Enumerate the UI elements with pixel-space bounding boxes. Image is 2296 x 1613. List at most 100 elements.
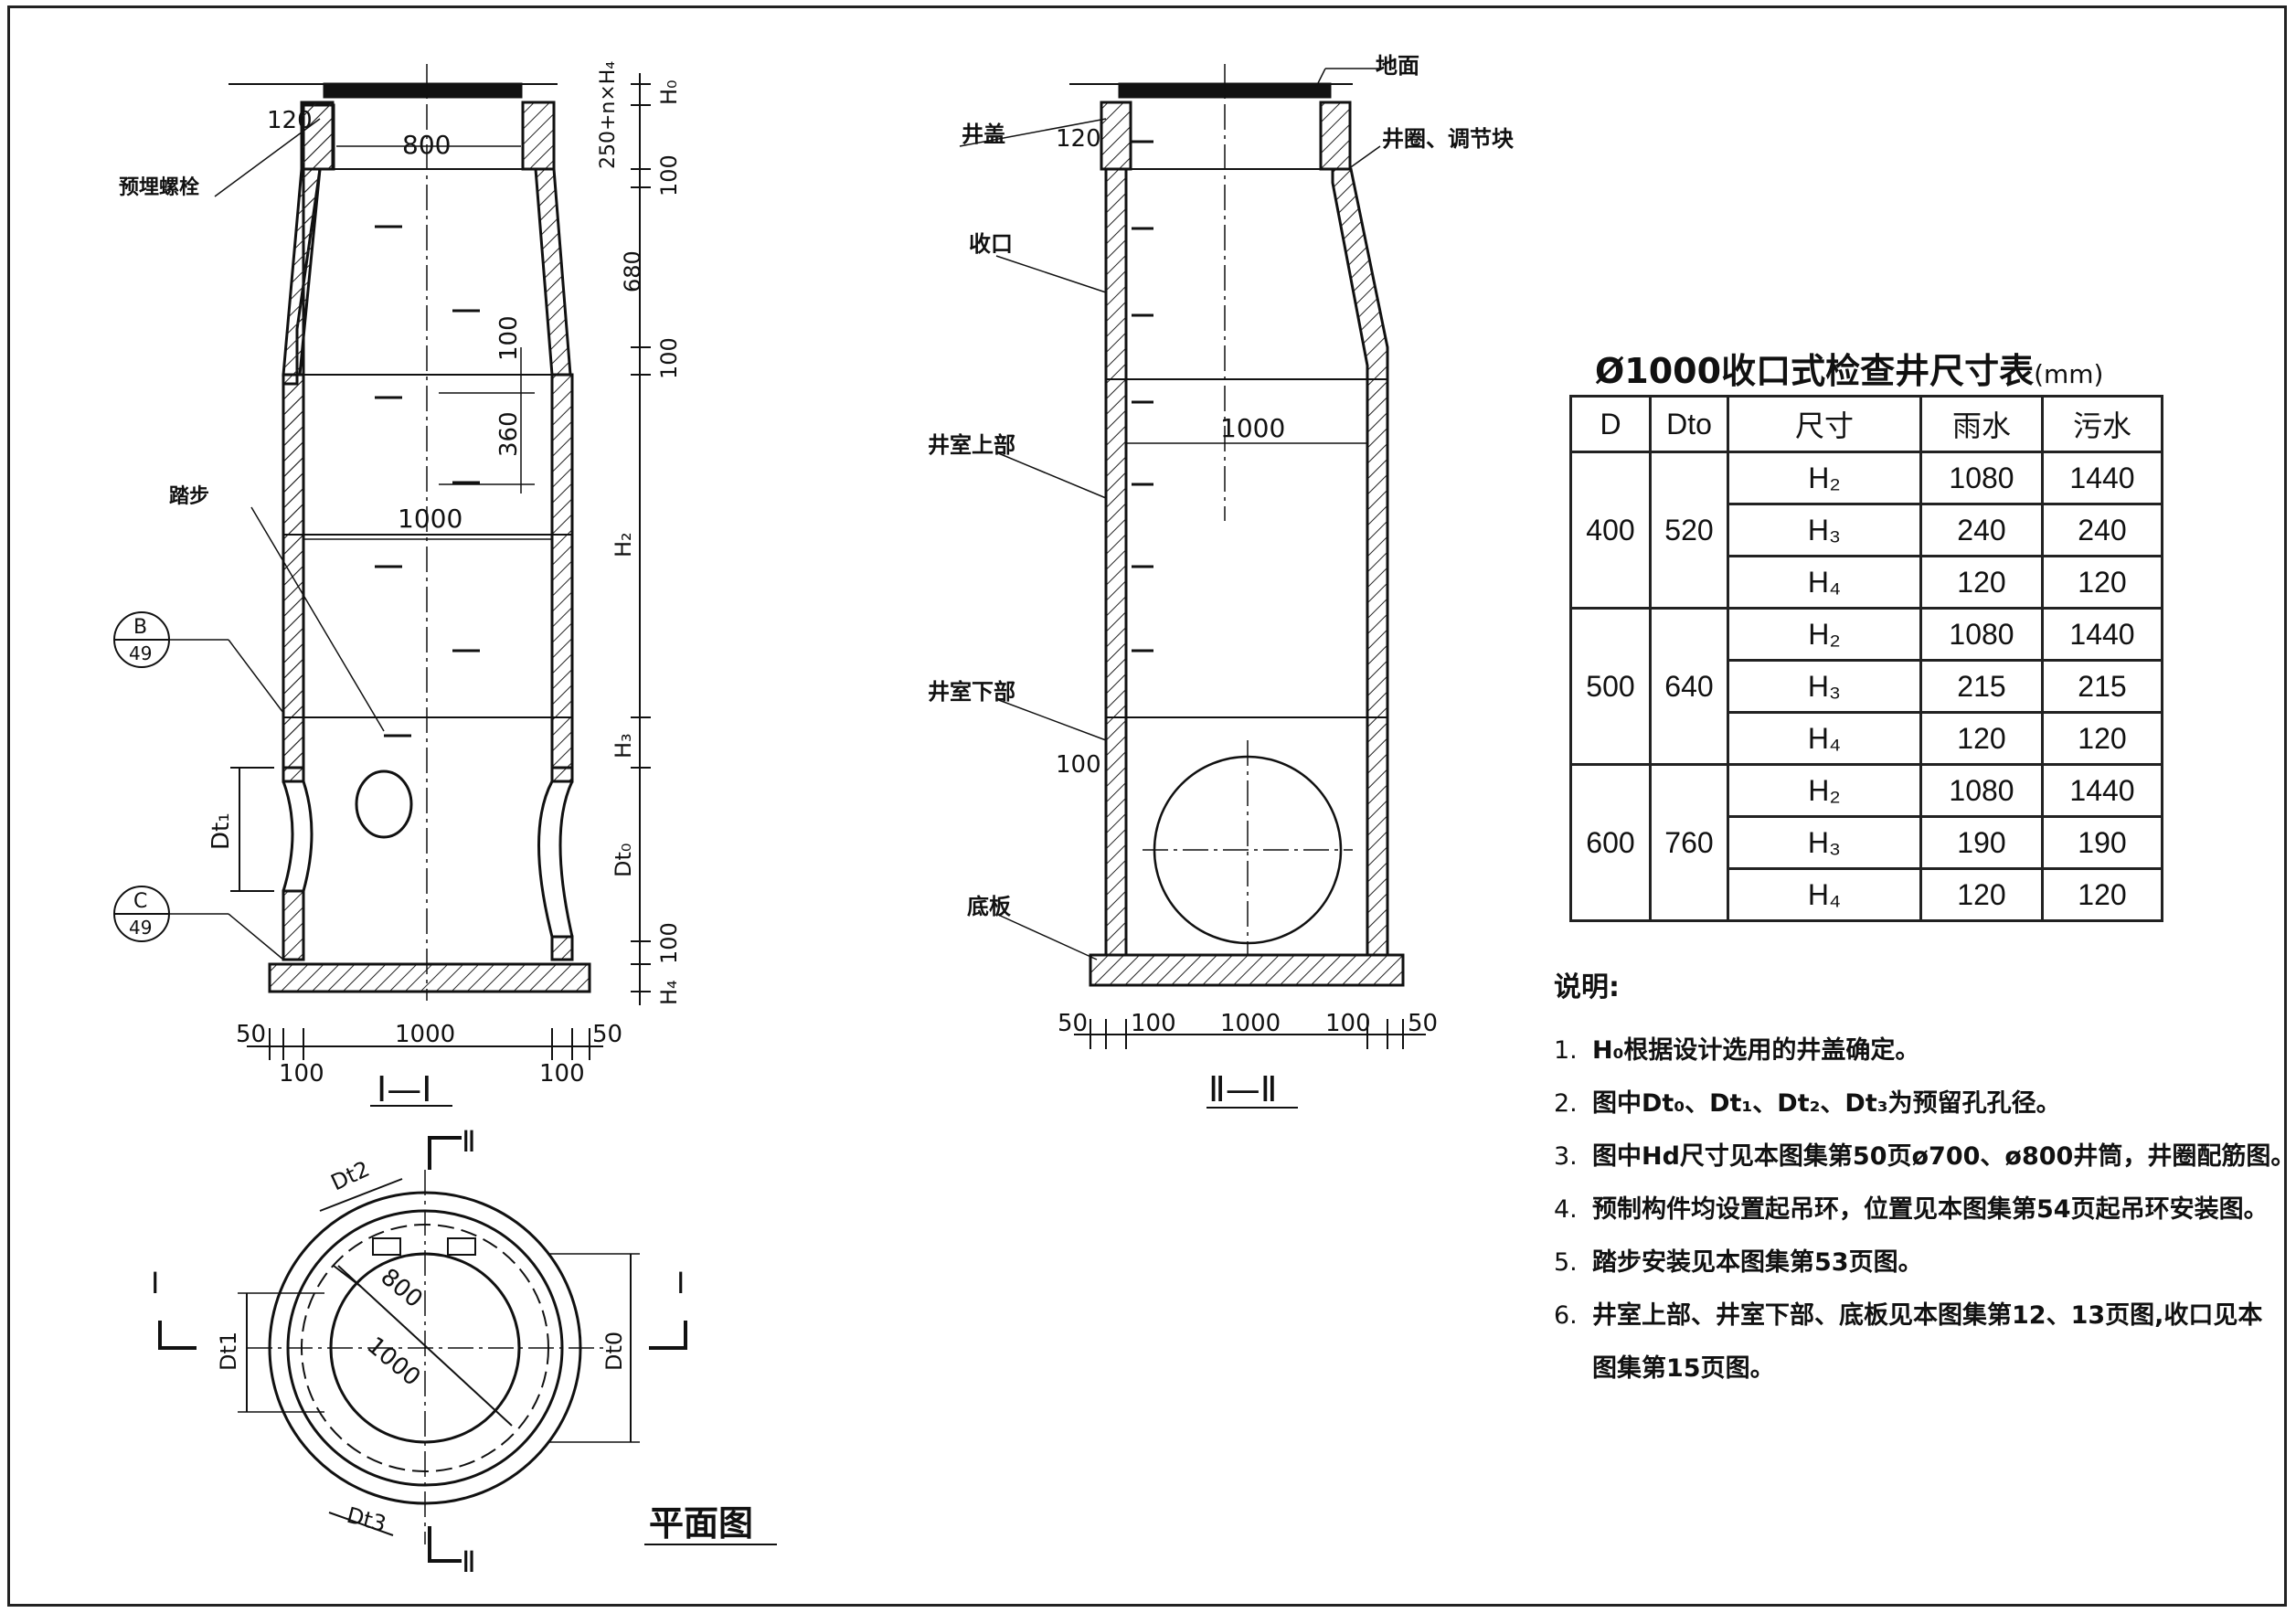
cell-size: H₃ <box>1727 659 1922 714</box>
dim-ii-1000: 1000 <box>1220 1010 1281 1037</box>
section-2-text: 地面 井盖 井圈、调节块 收口 井室上部 井室下部 底板 120 1000 10… <box>928 53 1514 1109</box>
header-d: D <box>1569 395 1652 453</box>
notes-heading: 说明: <box>1554 971 1620 1003</box>
note-number: 6. <box>1554 1301 1578 1330</box>
dim-bottom-100-left: 100 <box>279 1060 324 1088</box>
note-number: 1. <box>1554 1036 1578 1065</box>
note-continuation: 图集第15页图。 <box>1592 1354 1775 1383</box>
plan-cut-i-left: I <box>151 1266 159 1300</box>
dim-800: 800 <box>402 130 451 160</box>
cell-size: H₂ <box>1727 451 1922 505</box>
cell-d: 400 <box>1569 451 1652 610</box>
cell-size: H₃ <box>1727 815 1922 870</box>
table-row: H₃ 215 215 <box>1571 659 2163 714</box>
note-item: 5.踏步安装见本图集第53页图。 <box>1554 1236 2267 1289</box>
dim-bottom-50-left: 50 <box>236 1021 266 1048</box>
table-row: H₄ 120 120 <box>1571 867 2163 922</box>
label-step: 踏步 <box>169 484 209 508</box>
label-base-slab: 底板 <box>967 894 1012 919</box>
label-reducer: 收口 <box>969 231 1013 257</box>
cell-sewage: 120 <box>2041 555 2163 610</box>
cell-size: H₄ <box>1727 555 1922 610</box>
cell-size: H₂ <box>1727 763 1922 818</box>
note-number: 2. <box>1554 1089 1578 1118</box>
header-rainwater: 雨水 <box>1919 395 2044 453</box>
dim-100-a: 100 <box>656 154 682 196</box>
cell-sewage: 240 <box>2041 503 2163 557</box>
section-2-drawing <box>959 64 1426 1109</box>
cell-sewage: 1440 <box>2041 607 2163 662</box>
header-dto: Dto <box>1649 395 1729 453</box>
plan-dim-dt3: Dt3 <box>344 1502 388 1537</box>
table-row: H₃ 240 240 <box>1571 503 2163 557</box>
cell-sewage: 215 <box>2041 659 2163 714</box>
dim-100-inner: 100 <box>495 315 523 361</box>
dim-100-ii: 100 <box>1056 751 1101 779</box>
plan-cut-ii-top: Ⅱ <box>462 1124 476 1159</box>
plan-cut-i-right: I <box>676 1266 685 1300</box>
cell-dto: 760 <box>1649 763 1729 922</box>
cell-rainwater: 1080 <box>1919 607 2044 662</box>
dim-dt0: Dt₀ <box>611 843 636 877</box>
cell-sewage: 190 <box>2041 815 2163 870</box>
note-item: 3.图中Hd尺寸见本图集第50页ø700、ø800井筒，井圈配筋图。 <box>1554 1130 2295 1183</box>
label-upper-chamber: 井室上部 <box>928 432 1015 458</box>
dimension-table: D Dto 尺寸 雨水 污水 400 520 H₂ 1080 1440 H₃ 2… <box>1569 395 2163 922</box>
cell-size: H₄ <box>1727 711 1922 766</box>
note-number: 3. <box>1554 1142 1578 1171</box>
dim-680: 680 <box>620 250 645 292</box>
note-item: 6. 井室上部、井室下部、底板见本图集第12、13页图,收口见本 <box>1554 1289 2267 1342</box>
cell-rainwater: 215 <box>1919 659 2044 714</box>
label-cover: 井盖 <box>962 122 1005 147</box>
detail-ref-b-letter: B <box>133 616 147 639</box>
plan-drawing <box>158 1136 777 1563</box>
plan-cut-ii-bottom: Ⅱ <box>462 1544 476 1579</box>
cell-rainwater: 1080 <box>1919 451 2044 505</box>
note-item: 2. 图中Dt₀、Dt₁、Dt₂、Dt₃为预留孔孔径。 <box>1554 1077 2267 1130</box>
drawing-frame <box>7 5 2287 1607</box>
note-item: 1. H₀根据设计选用的井盖确定。 <box>1554 1024 2267 1077</box>
cell-rainwater: 1080 <box>1919 763 2044 818</box>
table-title: Ø1000收口式检查井尺寸表(mm) <box>1595 343 2103 393</box>
dim-250nh4: 250+n×H₄ <box>597 61 620 169</box>
table-row: 500 640 H₂ 1080 1440 <box>1569 607 2163 766</box>
cell-sewage: 120 <box>2041 711 2163 766</box>
cell-d: 500 <box>1569 607 1652 766</box>
detail-ref-c-letter: C <box>133 890 147 913</box>
label-bolt: 预埋螺栓 <box>119 176 199 199</box>
dim-ii-100-left: 100 <box>1131 1010 1176 1037</box>
label-ring-block: 井圈、调节块 <box>1382 126 1514 152</box>
cell-rainwater: 120 <box>1919 555 2044 610</box>
note-text: 图中Dt₀、Dt₁、Dt₂、Dt₃为预留孔孔径。 <box>1592 1089 2061 1118</box>
plan-dim-dt0: Dt0 <box>601 1332 627 1371</box>
cell-sewage: 1440 <box>2041 451 2163 505</box>
dim-bottom-100-right: 100 <box>539 1060 585 1088</box>
cell-size: H₄ <box>1727 867 1922 922</box>
dim-ii-50-right: 50 <box>1408 1010 1438 1037</box>
plan-dim-dt1: Dt1 <box>216 1332 241 1371</box>
cell-rainwater: 120 <box>1919 867 2044 922</box>
dim-ii-100-right: 100 <box>1325 1010 1371 1037</box>
notes-block: 说明: 1. H₀根据设计选用的井盖确定。 2. 图中Dt₀、Dt₁、Dt₂、Dt₃… <box>1554 964 2295 1395</box>
dim-bottom-50-right: 50 <box>592 1021 622 1048</box>
note-text: 井室上部、井室下部、底板见本图集第12、13页图,收口见本 <box>1592 1301 2263 1330</box>
cell-dto: 520 <box>1649 451 1729 610</box>
table-title-text: Ø1000收口式检查井尺寸表 <box>1595 351 2035 391</box>
table-header-row: D Dto 尺寸 雨水 污水 <box>1569 395 2163 453</box>
cell-d: 600 <box>1569 763 1652 922</box>
section-1-title: I—I <box>377 1069 431 1109</box>
label-lower-chamber: 井室下部 <box>928 679 1015 705</box>
cell-sewage: 120 <box>2041 867 2163 922</box>
plan-title: 平面图 <box>649 1503 753 1544</box>
dim-h0: H₀ <box>656 80 682 105</box>
detail-ref-c-sheet: 49 <box>129 917 152 939</box>
dim-100-b: 100 <box>656 337 682 379</box>
dim-1000-ii: 1000 <box>1220 413 1285 443</box>
detail-ref-b-sheet: 49 <box>129 642 152 664</box>
header-size: 尺寸 <box>1727 395 1922 453</box>
note-text: H₀根据设计选用的井盖确定。 <box>1592 1036 1920 1065</box>
label-ground: 地面 <box>1376 53 1419 79</box>
cell-rainwater: 120 <box>1919 711 2044 766</box>
